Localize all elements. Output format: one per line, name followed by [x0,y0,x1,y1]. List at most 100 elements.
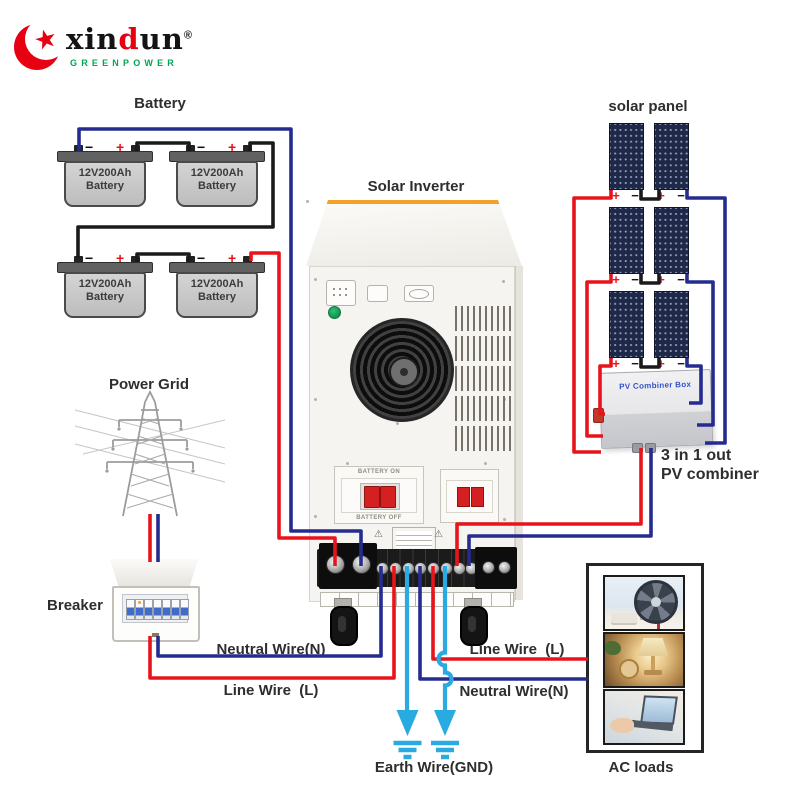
plus-sign: + [612,356,620,371]
ac-loads-box [586,563,704,753]
mini-breaker [135,599,144,620]
lamp-icon [638,638,668,656]
cable-gland [645,443,656,453]
indicator-dot [138,601,141,604]
breaker-panel [122,594,189,623]
brand-wordmark: xindun® [66,22,193,56]
terminal-screw [440,562,453,575]
battery-breaker-switch [360,483,400,510]
terminal-screw [498,561,511,574]
photo-table-lamp [603,632,685,688]
battery-title: Battery [134,95,186,112]
combiner-caption-line2: PV combiner [661,466,759,483]
fan-icon [634,580,678,624]
minus-sign: − [631,272,639,287]
registered-mark: ® [183,29,193,42]
power-grid-tower [75,390,225,517]
plus-sign: + [612,272,620,287]
combiner-caption-line1: 3 in 1 out [661,447,732,464]
brand-logo: ★ xindun® GREENPOWER [12,12,192,74]
ac-breaker-panel [440,469,499,523]
power-button [328,306,341,319]
ventilation-grille [455,306,511,456]
earth-arrow-icon [396,710,419,736]
battery-on-label: BATTERY ON [357,469,401,475]
minus-sign: − [631,188,639,203]
breaker-box-lid [109,559,199,586]
mini-breaker [126,599,135,620]
usb-port [367,285,388,302]
plus-sign: + [657,188,665,203]
line-wire-label-left: Line Wire (L) [223,682,319,699]
solar-panel [654,291,689,358]
plus-sign: + [657,356,665,371]
solar-panel [609,123,644,190]
combiner-input-fitting [593,408,604,423]
inverter-top [306,200,522,266]
ac-breaker-switch [457,487,470,507]
terminal-screw [427,562,440,575]
photo-laptop [603,689,685,745]
orange-stripe [326,200,500,204]
laptop-icon [640,695,678,725]
mini-breaker [180,599,189,620]
solar-panel-title: solar panel [608,98,688,115]
mini-breaker [171,599,180,620]
battery-terminal-block [319,543,377,589]
solar-panel [654,123,689,190]
mini-breaker [162,599,171,620]
solar-panel [654,207,689,274]
minus-sign: − [677,356,685,371]
ac-socket-port [404,285,434,302]
terminal-screw [482,561,495,574]
battery-terminal-screw [326,555,345,574]
cooling-fan [350,318,454,422]
panel-screws [306,200,309,203]
caster-wheel [327,598,358,646]
solar-terminal-block [475,547,517,589]
neutral-wire-label-right: Neutral Wire(N) [459,683,569,700]
brand-subtitle: GREENPOWER [70,58,179,68]
warning-icon: ⚠ [374,529,383,540]
solar-panel [609,291,644,358]
cable-gland [632,443,643,453]
crescent-star-icon: ★ [14,18,67,72]
mini-breaker [144,599,153,620]
warning-icon: ⚠ [434,529,443,540]
terminal-strip [317,543,517,589]
comm-port [326,280,356,306]
ground-symbol-icon [431,740,459,760]
minus-sign: − [677,272,685,287]
combiner-box-label: PV Combiner Box [618,379,692,392]
terminal-screw [414,562,427,575]
breaker-box [112,586,200,642]
pv-combiner-box: PV Combiner Box [598,369,714,449]
plus-sign: + [612,188,620,203]
ac-loads-label: AC loads [608,759,674,776]
ground-symbol-icon [393,740,422,760]
earth-wire-label: Earth Wire(GND) [374,759,494,776]
solar-panel [609,207,644,274]
terminal-screw [376,562,389,575]
caster-wheel [457,598,488,646]
photo-electric-fan [603,575,685,631]
battery-off-label: BATTERY OFF [356,515,402,521]
inverter-title: Solar Inverter [367,178,465,195]
solar-inverter: BATTERY ON BATTERY OFF ⚠ ⚠ [306,200,523,646]
breaker-title: Breaker [47,597,103,614]
minus-sign: − [677,188,685,203]
terminal-screw [389,562,402,575]
battery-breaker-panel: BATTERY ON BATTERY OFF [334,466,424,524]
breaker-latch [152,633,159,637]
battery-terminal-screw [352,555,371,574]
earth-arrow-icon [434,710,456,736]
